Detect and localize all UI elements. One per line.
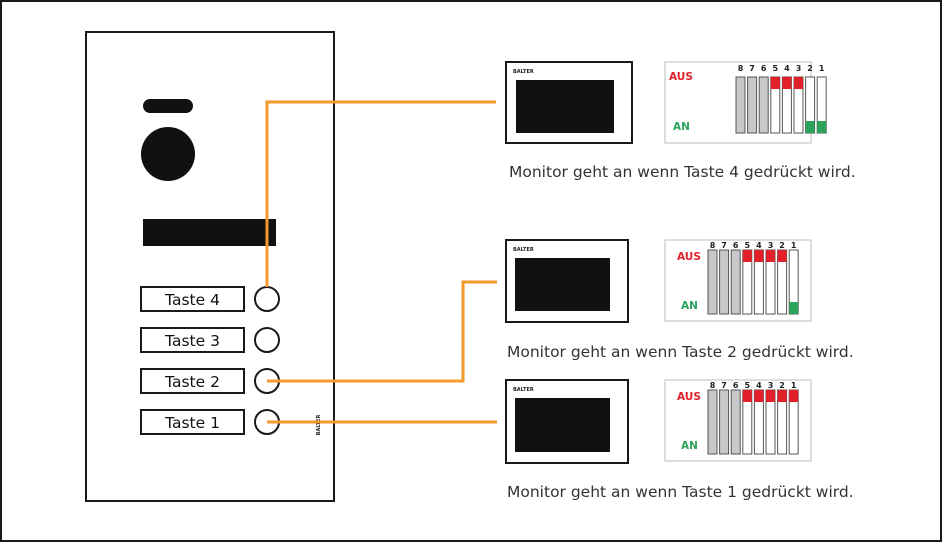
dip-switch-number: 4: [756, 241, 762, 250]
dip-switch-2-on-knob: [805, 121, 815, 133]
dip-switch-number: 3: [796, 64, 802, 73]
dip-switch-1-on-knob: [789, 302, 799, 314]
speaker-slot: [143, 99, 193, 113]
monitor-caption: Monitor geht an wenn Taste 4 gedrückt wi…: [509, 163, 856, 181]
dip-switch-number: 3: [768, 381, 774, 390]
wire-taste-4: [265, 100, 496, 287]
monitor-caption: Monitor geht an wenn Taste 1 gedrückt wi…: [507, 483, 854, 501]
panel-button-4[interactable]: Taste 4: [140, 286, 280, 312]
dip-switch-6: [758, 76, 769, 134]
dip-switch-4-off-knob: [754, 250, 764, 262]
dip-switch-number: 2: [779, 241, 785, 250]
call-button-circle[interactable]: [254, 286, 280, 312]
button-label: Taste 3: [164, 332, 220, 350]
dip-switch-5-off-knob: [742, 390, 752, 402]
monitor-brand-logo: BALTER: [513, 247, 534, 253]
monitor-screen: [516, 80, 614, 133]
dip-switch-4-off-knob: [782, 77, 792, 89]
dip-label-aus: AUS: [669, 71, 693, 83]
dip-switch-number: 5: [745, 241, 751, 250]
monitor-screen: [515, 398, 610, 452]
dip-switch-7: [719, 249, 730, 315]
dip-switch-5-off-knob: [742, 250, 752, 262]
panel-button-3[interactable]: Taste 3: [140, 327, 280, 353]
dip-switch-number: 8: [710, 381, 716, 390]
dip-switch-number: 1: [819, 64, 825, 73]
button-label-box: [140, 409, 245, 435]
button-label-box: [140, 286, 245, 312]
name-display: [143, 219, 276, 246]
button-label: Taste 1: [164, 414, 220, 432]
dip-switch-6: [730, 249, 741, 315]
wires: [265, 100, 497, 424]
dip-switch-7: [747, 76, 758, 134]
dip-switch-8: [707, 389, 718, 455]
button-label-box: [140, 327, 245, 353]
dip-switch-number: 4: [756, 381, 762, 390]
monitor-caption: Monitor geht an wenn Taste 2 gedrückt wi…: [507, 343, 854, 361]
dip-switch-number: 5: [745, 381, 751, 390]
dip-switch-2-off-knob: [777, 250, 787, 262]
dip-switch-1-on-knob: [817, 121, 827, 133]
dip-label-an: AN: [681, 440, 698, 452]
dip-switch-4-off-knob: [754, 390, 764, 402]
panel-button-2[interactable]: Taste 2: [140, 368, 280, 394]
dip-label-aus: AUS: [677, 251, 701, 263]
dip-label-an: AN: [681, 300, 698, 312]
button-label: Taste 4: [164, 291, 220, 309]
dip-switch-number: 6: [733, 241, 739, 250]
wire-taste-2: [267, 280, 497, 383]
dip-switch-number: 7: [721, 381, 727, 390]
dip-switch-number: 7: [721, 241, 727, 250]
panel-brand-logo: BALTER: [316, 414, 322, 435]
dip-switch-number: 1: [791, 241, 797, 250]
dip-switch-number: 2: [779, 381, 785, 390]
dip-switch-number: 2: [807, 64, 813, 73]
dip-switch-1-off-knob: [789, 390, 799, 402]
dip-switch-5-off-knob: [770, 77, 780, 89]
dip-switch-3-off-knob: [794, 77, 803, 89]
dip-switch-number: 6: [733, 381, 739, 390]
camera-lens: [141, 127, 195, 181]
dip-switch-number: 4: [784, 64, 790, 73]
button-label: Taste 2: [164, 373, 220, 391]
dip-label-an: AN: [673, 121, 690, 133]
dip-switch-number: 1: [791, 381, 797, 390]
dip-switch-number: 5: [773, 64, 779, 73]
monitor-brand-logo: BALTER: [513, 69, 534, 75]
dip-label-aus: AUS: [677, 391, 701, 403]
dip-switch-8: [707, 249, 718, 315]
dip-switch-number: 6: [761, 64, 767, 73]
dip-switch-2-off-knob: [777, 390, 787, 402]
dip-switch-number: 7: [749, 64, 755, 73]
dip-switch-7: [719, 389, 730, 455]
dip-switch-3-off-knob: [766, 250, 775, 262]
monitor-screen: [515, 258, 610, 311]
call-button-circle[interactable]: [254, 327, 280, 353]
dip-switch-number: 8: [738, 64, 744, 73]
door-station: Taste 4 Taste 3 Taste 2 Taste 1 BALTER: [85, 31, 335, 502]
dip-switch-3-off-knob: [766, 390, 775, 402]
panel-button-1[interactable]: Taste 1: [140, 409, 280, 435]
dip-switch-number: 3: [768, 241, 774, 250]
button-label-box: [140, 368, 245, 394]
dip-switch-8: [735, 76, 746, 134]
dip-switch-6: [730, 389, 741, 455]
dip-switch-number: 8: [710, 241, 716, 250]
monitor-brand-logo: BALTER: [513, 387, 534, 393]
